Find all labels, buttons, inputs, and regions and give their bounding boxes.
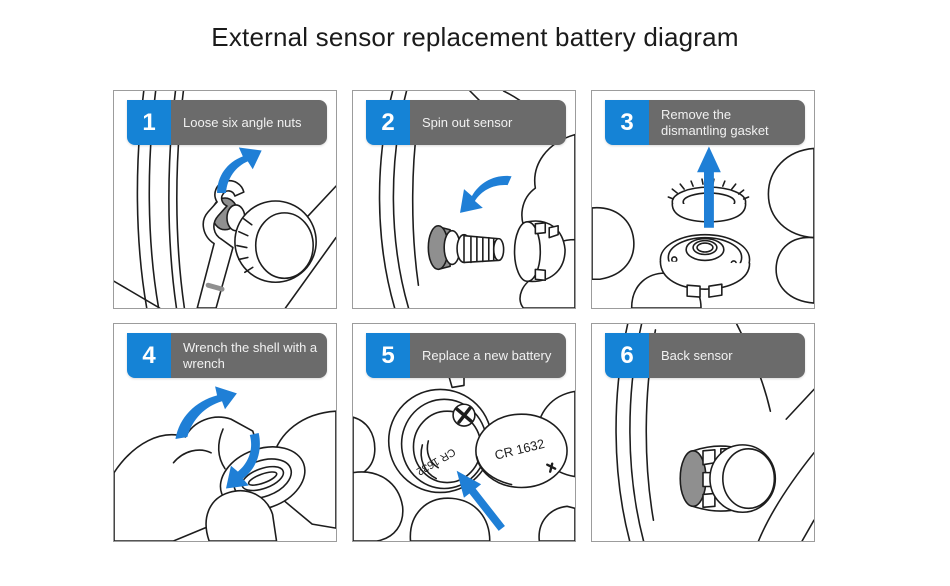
step-number-badge: 2 (366, 100, 410, 145)
step-panel-5: CR 1632 CR 1632 (352, 323, 576, 542)
step3-header: 3 Remove the dismantling gasket (605, 100, 805, 145)
step2-illustration (378, 91, 575, 308)
sensor-body-open (659, 233, 751, 298)
step1-header: 1 Loose six angle nuts (127, 100, 327, 145)
new-battery: CR 1632 (475, 413, 568, 489)
wrench (196, 179, 245, 308)
step-panel-2: 2 Spin out sensor (352, 90, 576, 309)
step-panel-1: 1 Loose six angle nuts (113, 90, 337, 309)
sensor-body (513, 220, 566, 283)
step-number-badge: 4 (127, 333, 171, 378)
step5-illustration: CR 1632 CR 1632 (353, 370, 575, 541)
step3-illustration (592, 146, 814, 308)
step-number-badge: 5 (366, 333, 410, 378)
step-number-badge: 1 (127, 100, 171, 145)
hands (592, 147, 814, 308)
rotate-arrow-icon (175, 386, 237, 439)
step-number-badge: 3 (605, 100, 649, 145)
valve-stem (427, 224, 505, 271)
step-panel-3: 3 Remove the dismantling gasket (591, 90, 815, 309)
hands-front (353, 471, 575, 541)
step-label: Remove the dismantling gasket (649, 100, 805, 145)
step6-illustration (615, 324, 814, 541)
rotate-arrow-down-icon (225, 432, 260, 489)
hand-thumb (205, 490, 278, 541)
step6-header: 6 Back sensor (605, 333, 805, 378)
rotate-arrow-icon (217, 147, 262, 194)
arrow-up-left-icon (456, 470, 505, 531)
step4-header: 4 Wrench the shell with a wrench (127, 333, 327, 378)
step-label: Spin out sensor (410, 100, 566, 145)
step5-header: 5 Replace a new battery (366, 333, 566, 378)
step-label: Wrench the shell with a wrench (171, 333, 327, 378)
step4-illustration (114, 386, 336, 541)
step-label: Replace a new battery (410, 333, 566, 378)
page-title: External sensor replacement battery diag… (211, 22, 739, 52)
sensor-cap (234, 200, 317, 284)
step-number-badge: 6 (605, 333, 649, 378)
open-sensor-shell: CR 1632 (387, 370, 493, 494)
step2-header: 2 Spin out sensor (366, 100, 566, 145)
step1-illustration (114, 91, 336, 308)
steps-grid: 1 Loose six angle nuts (113, 90, 815, 542)
arrow-up-icon (697, 146, 721, 228)
sensor-shell (219, 446, 306, 512)
step-label: Loose six angle nuts (171, 100, 327, 145)
step-panel-6: 6 Back sensor (591, 323, 815, 542)
mounted-sensor (679, 444, 777, 514)
step-panel-4: 4 Wrench the shell with a wrench (113, 323, 337, 542)
rotate-arrow-icon (460, 175, 512, 213)
step-label: Back sensor (649, 333, 805, 378)
